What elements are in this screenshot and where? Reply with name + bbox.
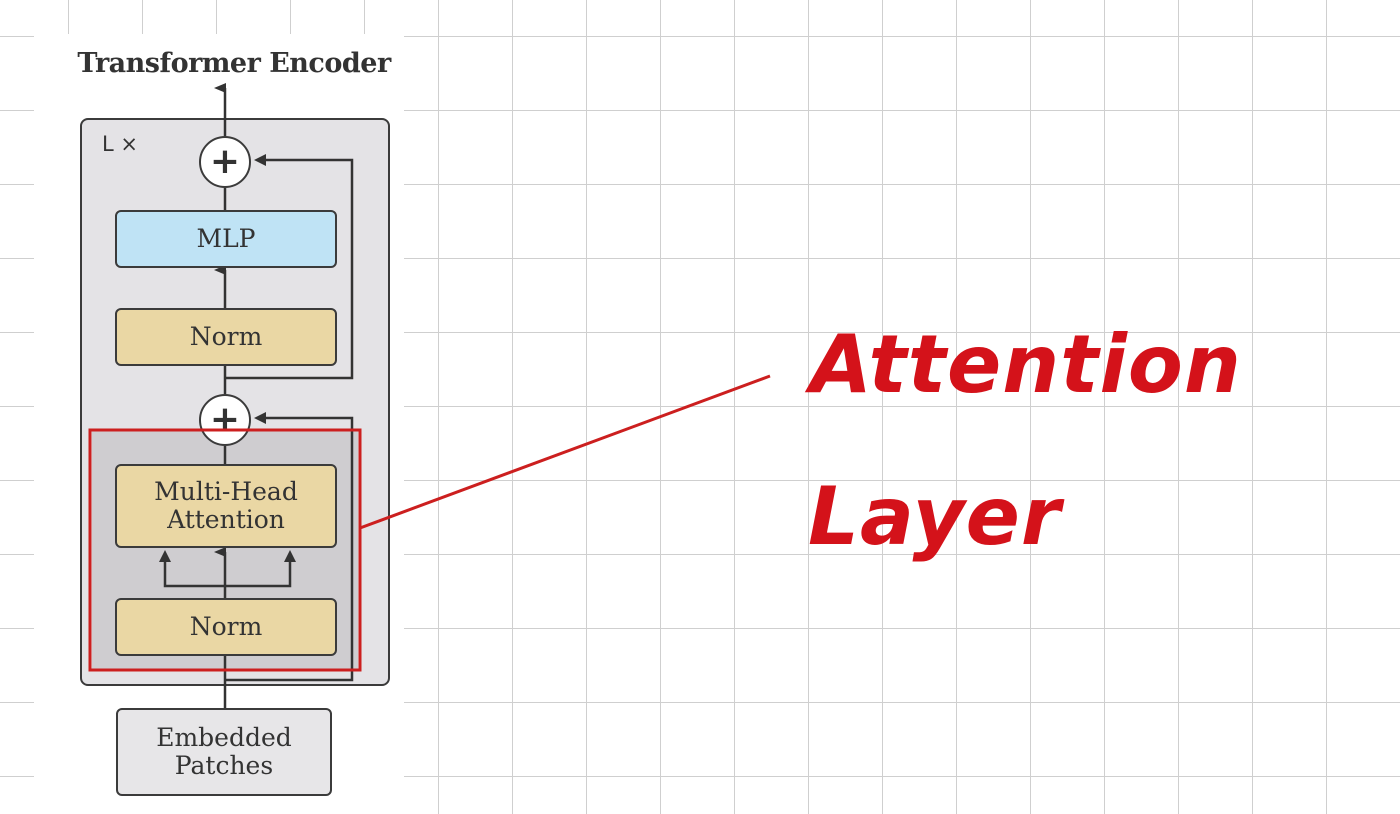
residual-skip-top bbox=[225, 158, 354, 380]
mlp-block: MLP bbox=[115, 210, 337, 268]
norm-block-bottom: Norm bbox=[115, 598, 337, 656]
norm-bottom-label: Norm bbox=[189, 612, 263, 641]
repeat-label: L × bbox=[102, 132, 138, 156]
multi-head-attention-block: Multi-Head Attention bbox=[115, 464, 337, 548]
embedded-patches-block: Embedded Patches bbox=[116, 708, 332, 796]
residual-skip-bottom bbox=[225, 416, 354, 682]
embed-label-line2: Patches bbox=[174, 751, 274, 780]
norm-block-top: Norm bbox=[115, 308, 337, 366]
mha-label-line1: Multi-Head bbox=[154, 477, 298, 506]
qkv-split-lines bbox=[163, 560, 292, 588]
annotation-line1: Attention bbox=[810, 318, 1242, 411]
attention-highlight-box bbox=[88, 428, 362, 672]
embed-label-line1: Embedded bbox=[156, 723, 292, 752]
diagram-title: Transformer Encoder bbox=[77, 48, 391, 79]
mha-label-line2: Attention bbox=[167, 505, 285, 534]
annotation-pointer-line bbox=[359, 374, 771, 530]
add-node-top: + bbox=[199, 136, 251, 188]
mlp-label: MLP bbox=[196, 224, 256, 253]
norm-top-label: Norm bbox=[189, 322, 263, 351]
annotation-line2: Layer bbox=[808, 470, 1062, 563]
